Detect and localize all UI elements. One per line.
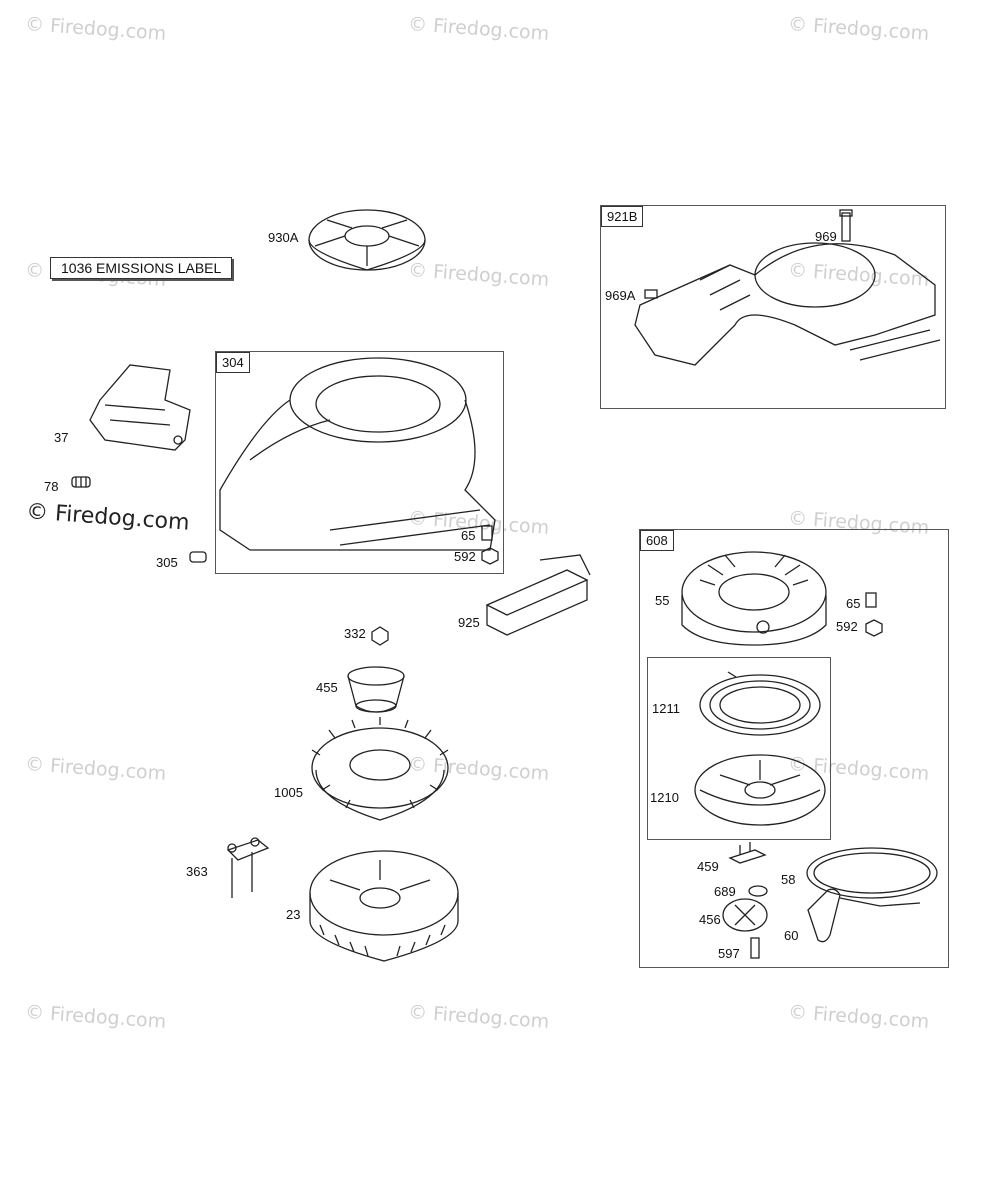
group-box-starter-inner <box>647 657 831 840</box>
part-label: 925 <box>458 615 480 630</box>
screw-65-b <box>865 592 877 608</box>
part-label: 592 <box>836 619 858 634</box>
pawl-459 <box>728 842 767 864</box>
group-box-608 <box>639 529 949 968</box>
rope-58 <box>806 847 938 907</box>
blower-housing-304 <box>219 357 496 551</box>
screw-78 <box>71 476 91 488</box>
screw-65-a <box>481 525 493 541</box>
part-label: 930A <box>268 230 299 245</box>
part-label: 60 <box>784 928 799 943</box>
part-label: 455 <box>316 680 338 695</box>
armature-363 <box>226 837 270 898</box>
part-label: 363 <box>186 864 208 879</box>
grille-930a <box>308 209 426 271</box>
part-label: 37 <box>54 430 69 445</box>
nut-592-b <box>865 619 883 637</box>
part-label: 23 <box>286 907 301 922</box>
screw-597 <box>750 937 760 959</box>
group-box-304 <box>215 351 504 574</box>
bracket-925 <box>485 554 591 636</box>
nut-332 <box>371 626 389 646</box>
part-label: 305 <box>156 555 178 570</box>
pulley-1210 <box>694 754 826 826</box>
group-tag-304: 304 <box>216 352 250 373</box>
part-label: 459 <box>697 859 719 874</box>
part-label: 456 <box>699 912 721 927</box>
screw-969a <box>644 289 658 299</box>
flywheel-23 <box>309 850 459 962</box>
part-label: 592 <box>454 549 476 564</box>
spring-689 <box>748 885 768 897</box>
group-box-921b <box>600 205 946 409</box>
starter-housing-55 <box>681 551 827 646</box>
screw-305 <box>189 551 207 563</box>
part-label: 1211 <box>652 701 680 716</box>
handle-60 <box>807 888 841 943</box>
housing-921b <box>634 242 941 366</box>
part-label: 689 <box>714 884 736 899</box>
part-label: 78 <box>44 479 59 494</box>
part-label: 58 <box>781 872 796 887</box>
group-tag-608: 608 <box>640 530 674 551</box>
part-label: 597 <box>718 946 740 961</box>
part-label: 1210 <box>650 790 679 805</box>
group-tag-921b: 921B <box>601 206 644 227</box>
screw-969 <box>839 209 853 242</box>
nut-592-a <box>481 547 499 565</box>
spring-1211 <box>699 671 821 736</box>
part-label: 969 <box>815 229 837 244</box>
part-label: 55 <box>655 593 670 608</box>
shield-37 <box>89 364 191 451</box>
cup-455 <box>347 666 405 713</box>
part-label: 65 <box>846 596 861 611</box>
retainer-456 <box>722 898 768 932</box>
fan-1005 <box>311 717 449 821</box>
part-label: 65 <box>461 528 476 543</box>
emissions-label: 1036 EMISSIONS LABEL <box>50 257 233 279</box>
part-label: 969A <box>605 288 636 303</box>
part-label: 1005 <box>274 785 303 800</box>
part-label: 332 <box>344 626 366 641</box>
